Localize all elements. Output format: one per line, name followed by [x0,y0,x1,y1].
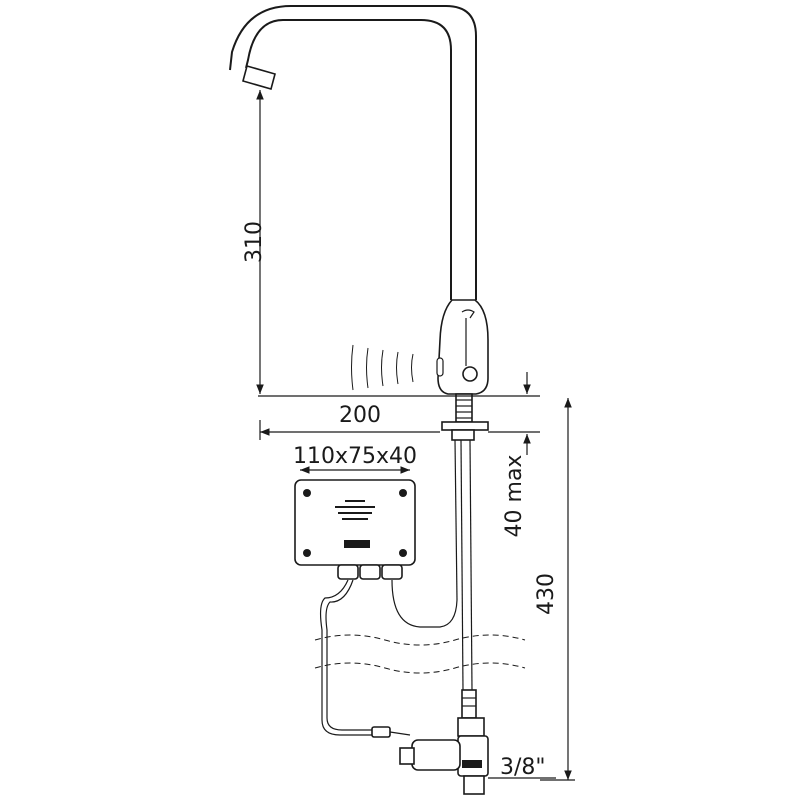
label-plate-icon [335,500,375,548]
box-size-label: 110x75x40 [293,444,417,469]
tap-body [436,299,489,395]
spout-height-label: 310 [242,221,267,263]
thread-label: 3/8" [500,755,546,780]
break-lines [314,634,526,674]
sensor-window-icon [462,366,478,382]
dimension-lines [256,90,575,781]
deck-fixing [441,393,489,691]
deck-thickness-label: 40 max [502,455,527,538]
solenoid-valve [399,689,489,795]
sensor-waves-icon [351,344,414,391]
aerator-icon [242,65,276,90]
cables [319,579,458,738]
control-box [294,479,416,580]
spout-reach-label: 200 [339,403,381,428]
total-height-label: 430 [534,573,559,615]
spout [229,5,477,300]
